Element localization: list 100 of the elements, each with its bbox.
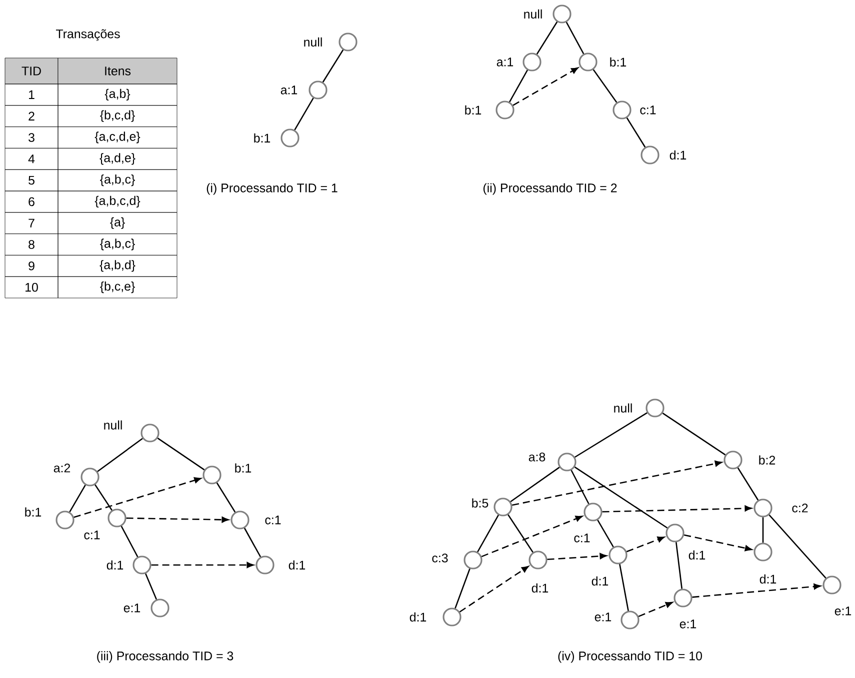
node-label: d:1 [288, 560, 306, 570]
tree-edge [454, 568, 470, 608]
tree-node: null [304, 32, 358, 52]
node-label: null [524, 9, 542, 19]
node-label: b:1 [25, 507, 42, 517]
table-cell: 7 [4, 212, 58, 234]
tree-node: e:1 [124, 598, 170, 618]
dashed-arrow [547, 553, 607, 560]
tree-edge [737, 468, 759, 500]
tree-node: b:1 [202, 463, 252, 484]
tree-node: a:8 [528, 452, 576, 472]
table-cell: 5 [4, 169, 58, 192]
tree-edge [662, 412, 726, 456]
tree-node: d:1 [528, 550, 548, 593]
tree-node: c:2 [754, 498, 808, 518]
tree-node: b:1 [254, 128, 300, 148]
dashed-arrow [692, 584, 821, 598]
tree-edge [574, 466, 668, 528]
dashed-arrow [684, 534, 752, 552]
table-cell: 6 [4, 190, 58, 213]
tree-edge [145, 573, 158, 600]
dashed-arrow [151, 562, 254, 568]
tree-node: c:1 [612, 100, 656, 120]
node-label: d:1 [760, 574, 776, 584]
caption: (iii) Processando TID = 3 [97, 651, 234, 663]
node-label: e:1 [124, 604, 140, 612]
table-cell: {b,c,d} [58, 105, 178, 127]
node-label: d:1 [670, 150, 686, 160]
tree-node: a:1 [280, 80, 328, 100]
table-cell: {a,c,d,e} [58, 126, 178, 148]
tree-edge [120, 526, 138, 558]
dashed-arrow [626, 536, 665, 552]
tree-node: b:5 [472, 498, 512, 516]
tree-node: a:1 [496, 52, 542, 72]
table-cell: TID [4, 58, 58, 84]
tree-edge [574, 412, 648, 458]
node-label: b:1 [610, 57, 626, 67]
tree-node: e:1 [594, 610, 640, 630]
node-label: d:1 [688, 550, 706, 560]
dashed-arrow [512, 67, 578, 106]
tree-edge [508, 514, 534, 553]
dashed-arrow [638, 602, 673, 618]
table-cell: 8 [4, 234, 58, 256]
node-label: null [304, 37, 322, 47]
node-label: b:1 [254, 133, 270, 143]
tree-edge [762, 517, 764, 543]
tree-edge [768, 514, 826, 578]
node-label: null [104, 420, 122, 430]
table-cell: 2 [4, 105, 58, 127]
tree-edge [570, 470, 590, 504]
table-cell: {a,d,e} [58, 148, 178, 170]
tree-edge [216, 482, 236, 512]
tree-node: d:1 [106, 556, 152, 574]
tree-edge [322, 50, 344, 82]
caption: (ii) Processando TID = 2 [483, 183, 617, 195]
table-cell: 3 [4, 126, 58, 148]
tree-node: c:1 [230, 510, 281, 530]
tree-edge [477, 514, 499, 552]
tree-node: d:1 [666, 524, 706, 560]
table-cell: {a,b,c,d} [58, 190, 178, 213]
tree-node: null [524, 4, 572, 24]
node-label: null [614, 403, 632, 413]
tree-edge [676, 542, 683, 589]
table-cell: {a,b,c} [58, 234, 178, 256]
dashed-arrow [512, 460, 722, 506]
tree-node: c:1 [574, 502, 602, 542]
table-cell: {a} [58, 212, 178, 234]
node-label: d:1 [106, 560, 124, 570]
node-label: c:1 [265, 516, 281, 524]
table-cell: 10 [4, 276, 58, 298]
node-label: c:1 [640, 106, 656, 114]
node-label: c:3 [432, 554, 448, 562]
caption: (i) Processando TID = 1 [206, 183, 338, 195]
node-label: a:1 [280, 86, 298, 94]
dashed-arrow [126, 516, 229, 523]
tree-node: c:1 [84, 508, 126, 540]
node-label: b:1 [235, 463, 252, 473]
node-label: b:2 [759, 455, 776, 465]
tree-node: b:1 [25, 507, 74, 530]
tree-node: d:1 [256, 556, 306, 574]
tree-node: null [614, 398, 664, 418]
table-cell: 1 [4, 84, 58, 106]
tree-edge [509, 70, 528, 102]
tree-node: d:1 [410, 608, 462, 626]
tree-node: d:1 [640, 146, 686, 164]
dashed-arrow [459, 566, 529, 612]
tree-edge [566, 22, 584, 54]
tree-node: e:1 [674, 588, 696, 628]
tree-edge [619, 564, 629, 611]
tree-edge [510, 466, 560, 502]
tree-edge [294, 98, 314, 130]
node-label: c:2 [792, 504, 808, 512]
tree-node: a:2 [54, 464, 100, 486]
node-label: d:1 [592, 576, 608, 586]
tree-node: b:2 [724, 450, 776, 470]
table-cell: {a,b,d} [58, 255, 178, 277]
node-label: d:1 [410, 612, 426, 622]
node-label: c:1 [84, 530, 100, 540]
tree-node: b:1 [578, 52, 626, 72]
tree-edge [597, 520, 614, 548]
